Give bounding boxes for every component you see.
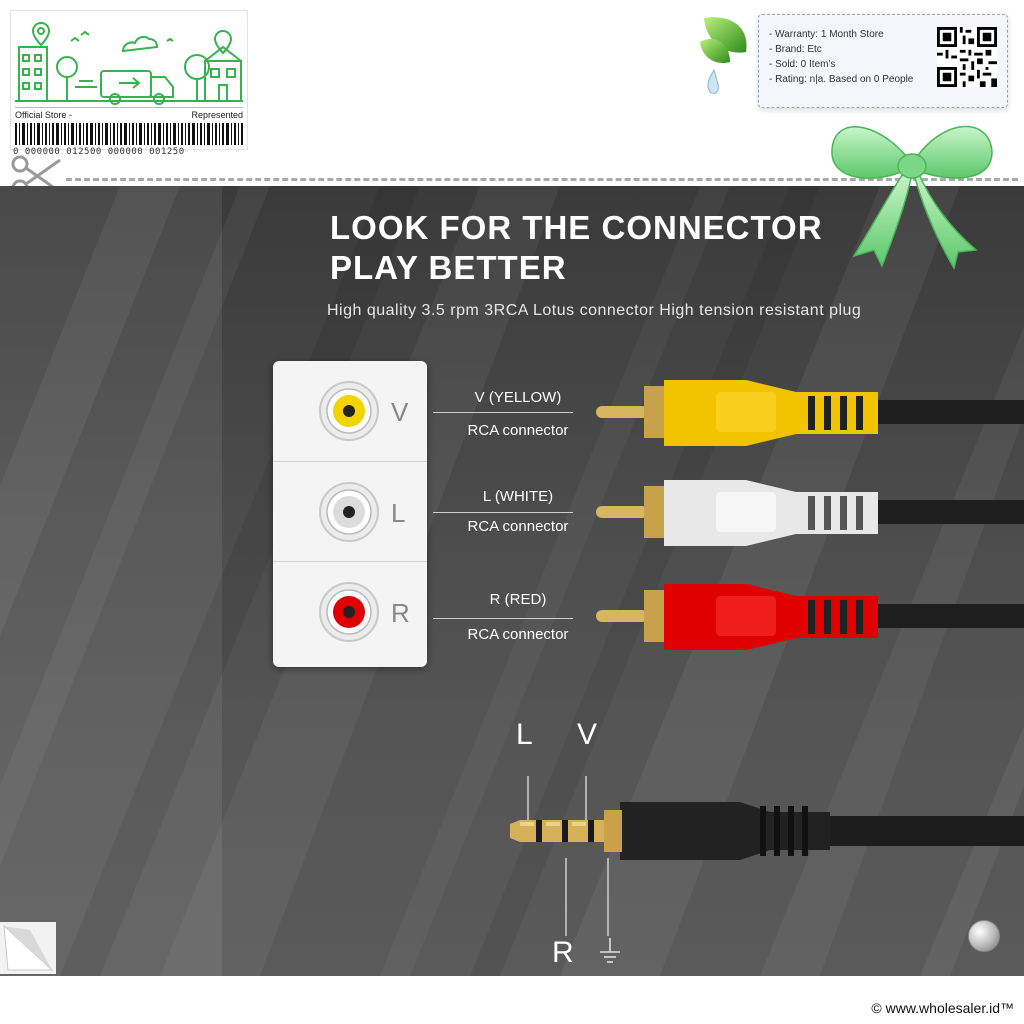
sold-info: - Sold: 0 Item's (769, 59, 836, 70)
headline: LOOK FOR THE CONNECTOR PLAY BETTER (330, 208, 823, 288)
official-store-label: Official Store - (15, 110, 72, 120)
red-rca-plug (596, 584, 1024, 650)
jack-letter-l: L (391, 498, 406, 528)
ground-symbol-icon (600, 938, 620, 963)
store-labels: Official Store - Represented (15, 107, 243, 120)
jack-row-l: L (273, 461, 427, 562)
product-banner: LOOK FOR THE CONNECTOR PLAY BETTER High … (0, 186, 1024, 976)
represented-label: Represented (191, 110, 243, 120)
jack-row-r: R (273, 561, 427, 662)
rating-info: - Rating: n|a. Based on 0 People (769, 74, 914, 85)
page-curl-icon (0, 922, 56, 974)
copyright-text: © www.wholesaler.id™ (871, 1000, 1014, 1016)
yellow-jack-icon (319, 381, 379, 441)
connector-l-name: L (WHITE) (482, 488, 554, 505)
store-badge: Official Store - Represented 0 000000 01… (10, 10, 248, 157)
yellow-rca-plug (596, 380, 1024, 446)
connector-v-line (433, 412, 573, 413)
leaf-droplet-icon (700, 17, 747, 95)
rca-jack-panel: V L R (273, 361, 427, 667)
product-info-box: - Warranty: 1 Month Store - Brand: Etc -… (758, 14, 1008, 108)
headline-line-2: PLAY BETTER (330, 249, 567, 286)
connector-v-name: V (YELLOW) (474, 389, 562, 406)
brand-info: - Brand: Etc (769, 44, 822, 55)
barcode-number: 0 000000 012500 000000 001250 (13, 147, 185, 157)
headline-line-1: LOOK FOR THE CONNECTOR (330, 209, 823, 246)
scroll-button[interactable] (968, 920, 1000, 952)
green-bow-icon (831, 125, 993, 270)
trrs-label-r: R (552, 936, 574, 969)
cut-line (66, 178, 1018, 181)
jack-letter-r: R (391, 598, 410, 628)
connector-r-type: RCA connector (467, 626, 569, 643)
connector-v-type: RCA connector (467, 422, 569, 439)
connector-l-type: RCA connector (467, 518, 569, 535)
red-jack-icon (319, 582, 379, 642)
trrs-label-l: L (516, 718, 533, 751)
city-delivery-illustration (15, 21, 243, 105)
warranty-info: - Warranty: 1 Month Store (769, 29, 884, 40)
connector-l-line (433, 512, 573, 513)
barcode (15, 123, 243, 145)
connector-r-name: R (RED) (489, 591, 547, 608)
white-rca-plug (596, 480, 1024, 546)
trrs-label-v: V (577, 718, 598, 751)
qr-code (937, 27, 997, 87)
jack-row-v: V (273, 361, 427, 461)
panel-side-shade (0, 186, 222, 976)
jack-letter-v: V (391, 397, 409, 427)
product-info-list: - Warranty: 1 Month Store - Brand: Etc -… (769, 27, 913, 87)
connector-r-line (433, 618, 573, 619)
subheadline: High quality 3.5 rpm 3RCA Lotus connecto… (327, 302, 862, 319)
white-jack-icon (319, 482, 379, 542)
trrs-3-5mm-plug (510, 776, 1024, 936)
